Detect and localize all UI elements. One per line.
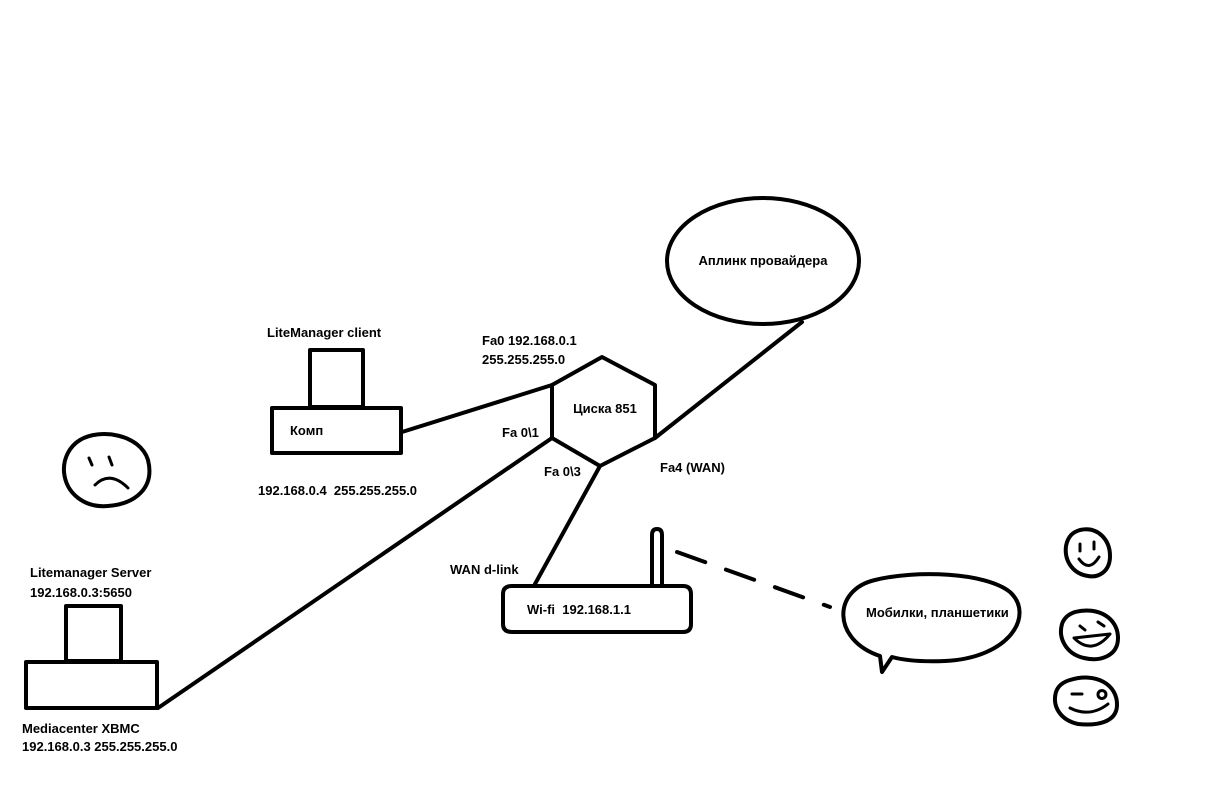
server-title: Litemanager Server	[30, 565, 151, 580]
router-label: Циска 851	[573, 401, 637, 416]
server-monitor	[64, 604, 123, 663]
router-fa0-address: Fa0 192.168.0.1	[482, 333, 577, 348]
wifi-label: Wi-fi 192.168.1.1	[527, 602, 631, 617]
sad-face-icon	[61, 432, 152, 509]
wifi-antenna	[650, 527, 664, 588]
link-router-wifi	[533, 464, 602, 586]
grinning-face-icon	[1059, 608, 1120, 662]
router-node	[550, 355, 657, 468]
router-port-fa01: Fa 0\1	[502, 425, 539, 440]
winking-face-icon	[1053, 675, 1120, 727]
comp-monitor	[308, 348, 365, 409]
uplink-node	[665, 196, 861, 326]
mobiles-node	[841, 572, 1022, 674]
wifi-node	[501, 584, 693, 634]
mobiles-label: Мобилки, планшетики	[866, 605, 1009, 620]
link-wifi-mobiles	[675, 550, 832, 609]
router-port-fa03: Fa 0\3	[544, 464, 581, 479]
uplink-label: Аплинк провайдера	[699, 253, 829, 268]
router-fa0-mask: 255.255.255.0	[482, 352, 565, 367]
comp-title: LiteManager client	[267, 325, 382, 340]
server-port: 192.168.0.3:5650	[30, 585, 132, 600]
server-address: 192.168.0.3 255.255.255.0	[22, 739, 177, 754]
server-node	[24, 660, 159, 710]
smiley-face-icon	[1063, 527, 1112, 579]
link-comp-router	[400, 383, 554, 434]
router-port-fa4: Fa4 (WAN)	[660, 460, 725, 475]
comp-label: Комп	[290, 423, 323, 438]
comp-node	[270, 406, 403, 455]
link-router-uplink	[653, 320, 804, 440]
server-caption: Mediacenter XBMC	[22, 721, 140, 736]
comp-address: 192.168.0.4 255.255.255.0	[258, 483, 417, 498]
wifi-wan-label: WAN d-link	[450, 562, 519, 577]
link-server-router	[156, 436, 554, 710]
